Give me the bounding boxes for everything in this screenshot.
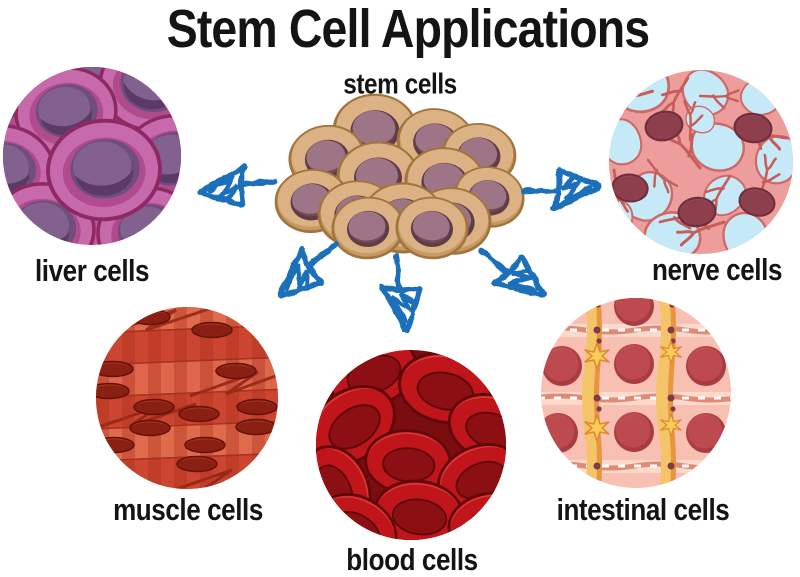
label-blood-cells: blood cells (346, 542, 478, 577)
nerve-cells-illustration (609, 70, 793, 254)
arrow-to-liver (200, 165, 277, 207)
label-muscle-cells: muscle cells (113, 492, 263, 527)
label-liver-cells: liver cells (34, 253, 150, 288)
stem-cells-illustration (272, 93, 530, 262)
label-nerve-cells: nerve cells (651, 252, 783, 287)
muscle-cells-illustration (96, 307, 278, 489)
label-intestinal-cells: intestinal cells (556, 492, 730, 527)
liver-cells-illustration (3, 67, 181, 245)
arrow-to-nerve (523, 169, 599, 210)
label-stem-cells: stem cells (343, 68, 457, 101)
page-title: Stem Cell Applications (166, 0, 650, 59)
arrow-to-blood (380, 254, 422, 331)
intestinal-cells-illustration (541, 298, 731, 488)
arrow-to-intestinal (471, 234, 553, 312)
arrow-to-muscle (266, 231, 349, 306)
blood-cells-illustration (316, 350, 506, 540)
